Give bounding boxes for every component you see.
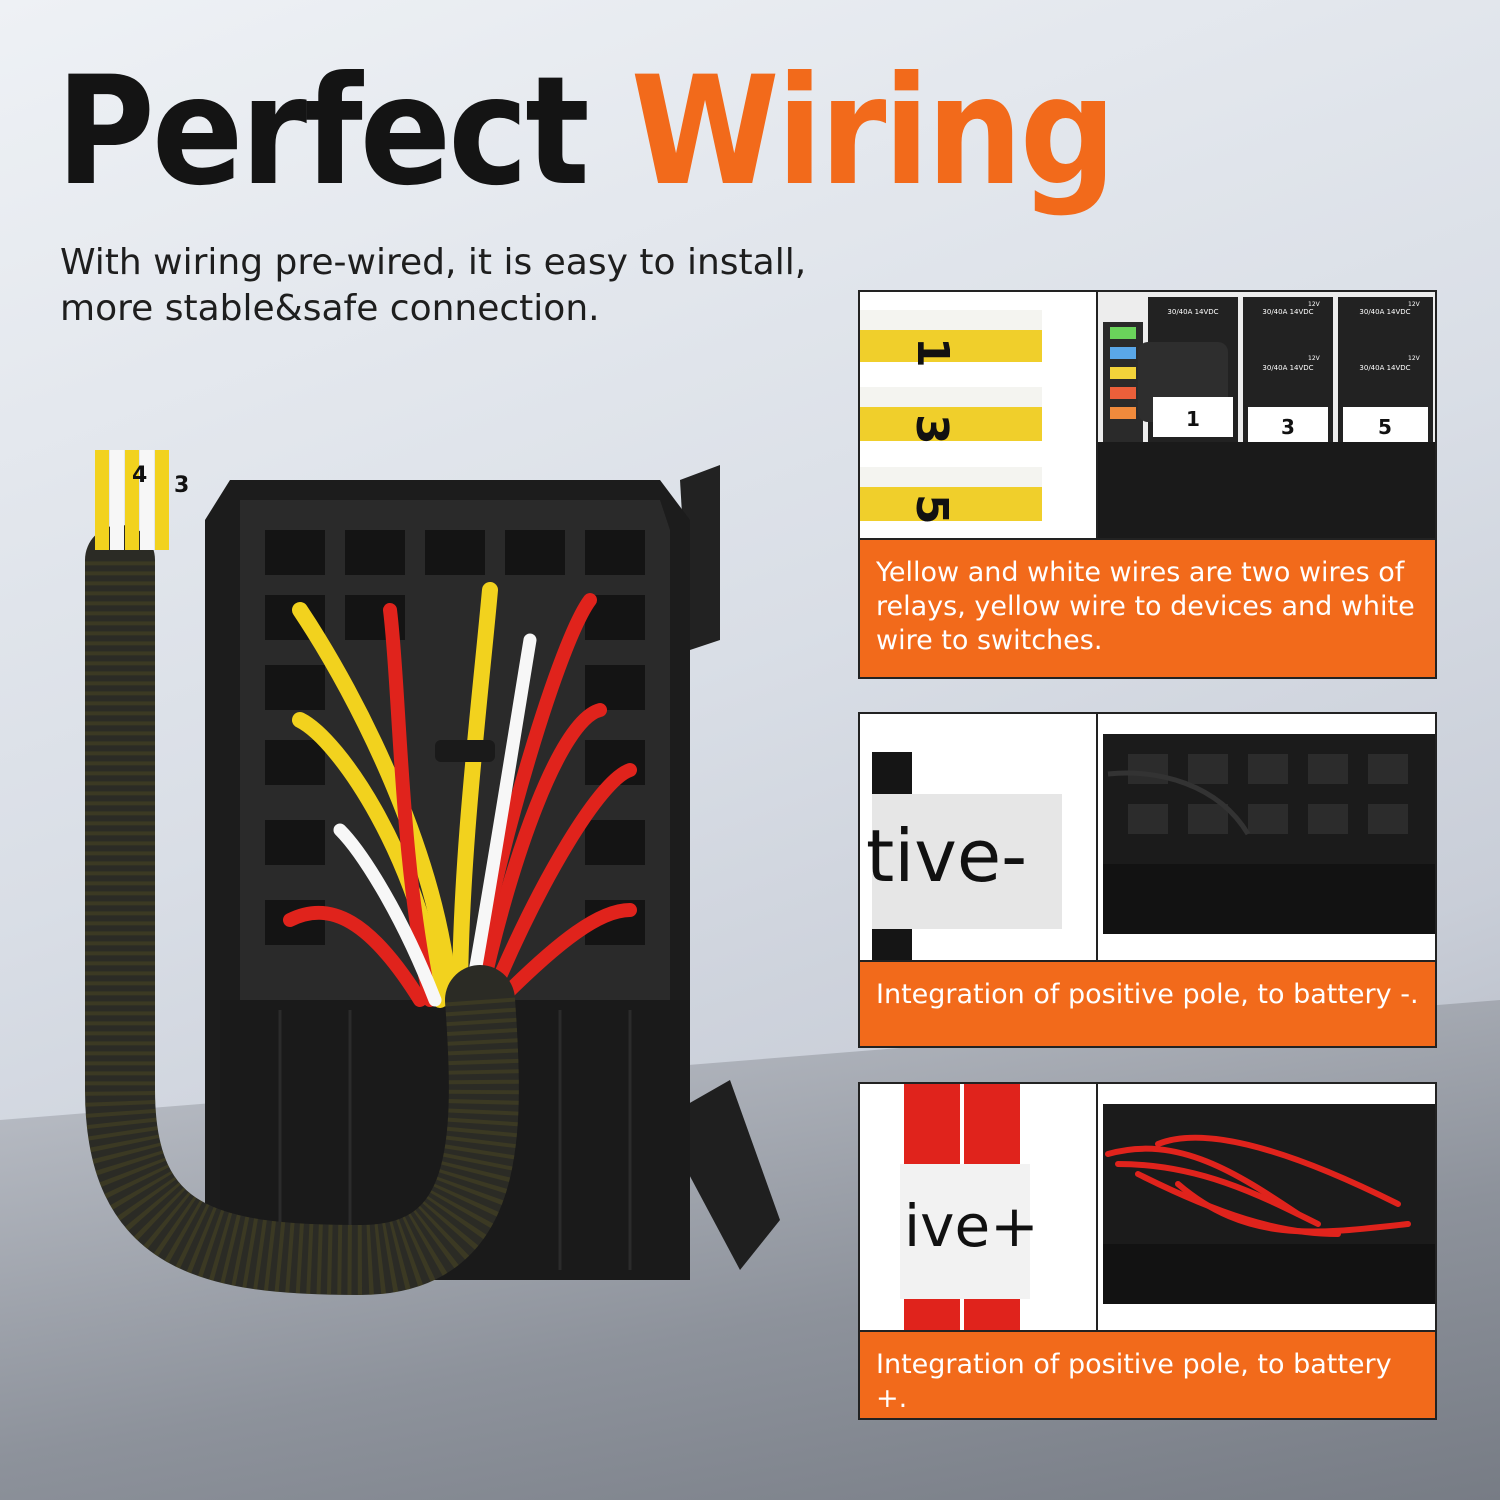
wire-label-sleeve — [872, 794, 1062, 929]
box-cell-grid — [265, 530, 645, 945]
title-word-black: Perfect — [56, 45, 590, 219]
wire-5 — [860, 467, 1042, 521]
relay-spec-1: 30/40A 14VDC — [1167, 308, 1218, 316]
wire-3 — [860, 387, 1042, 441]
relay-spec-3-lower: 30/40A 14VDC — [1262, 364, 1313, 372]
relay-5: 5 — [1338, 297, 1433, 442]
panel-3-caption: Integration of positive pole, to battery… — [860, 1330, 1435, 1418]
numbered-wires-svg: 1 3 5 — [860, 310, 1042, 525]
numbered-wire-photo: 1 3 5 — [860, 292, 1098, 542]
panel-relay-wires: 1 3 5 1 — [858, 290, 1437, 679]
panel-3-photos: ive+ — [860, 1084, 1435, 1334]
wire-tag-3: 3 — [174, 473, 189, 498]
wire-ends — [95, 450, 169, 550]
wire-label-sleeve — [900, 1164, 1030, 1299]
braided-conduit — [85, 525, 519, 1296]
wire-number-5: 5 — [906, 494, 957, 525]
negative-box-cells — [1128, 754, 1408, 834]
panel-positive-pole: ive+ Integration of positive pole, to ba… — [858, 1082, 1437, 1420]
relay-label-5: 5 — [1378, 415, 1392, 439]
wire-bundle — [283, 582, 637, 1008]
wire-tag-4: 4 — [132, 463, 147, 488]
fuse-strip — [1110, 327, 1136, 419]
relay-block-photo: 1 3 5 30/40A 14VDC 30/40A 14VDC 30/40A 1… — [1098, 292, 1435, 542]
relay-spec-5: 30/40A 14VDC — [1359, 308, 1410, 316]
relay-label-1: 1 — [1186, 407, 1200, 431]
positive-busbar-photo — [1098, 1084, 1435, 1334]
relay-spec-3: 30/40A 14VDC — [1262, 308, 1313, 316]
panel-1-caption: Yellow and white wires are two wires of … — [860, 538, 1435, 677]
relay-box-illustration: 4 3 — [40, 440, 820, 1340]
relay-3: 3 — [1243, 297, 1333, 442]
positive-red-wires — [1105, 1134, 1411, 1237]
negative-wire-photo: tive- — [860, 714, 1098, 964]
conduit-braid-texture — [85, 560, 519, 1296]
title-word-orange: Wiring — [630, 45, 1117, 219]
panel-2-caption: Integration of positive pole, to battery… — [860, 960, 1435, 1046]
negative-busbar-photo — [1098, 714, 1435, 964]
negative-tag-text: tive- — [866, 814, 1028, 898]
wire-1 — [860, 310, 1042, 362]
relay-spec-5-lower: 30/40A 14VDC — [1359, 364, 1410, 372]
panel-negative-pole: tive- Integration of positive pole, to b… — [858, 712, 1437, 1048]
panel-2-photos: tive- — [860, 714, 1435, 964]
relay-label-3: 3 — [1281, 415, 1295, 439]
relay-voltage-3: 12V — [1308, 301, 1321, 308]
relay-voltage-5-lower: 12V — [1408, 355, 1421, 362]
wire-number-3: 3 — [906, 414, 957, 445]
panel-1-photos: 1 3 5 1 — [860, 292, 1435, 542]
positive-box-svg — [1098, 1084, 1435, 1334]
negative-box-svg — [1098, 714, 1435, 964]
relay-block-svg: 1 3 5 30/40A 14VDC 30/40A 14VDC 30/40A 1… — [1098, 292, 1435, 542]
wire-number-1: 1 — [907, 337, 958, 368]
page-title: Perfect Wiring — [56, 52, 1116, 212]
relay-1: 1 — [1138, 297, 1238, 442]
relay-voltage-5: 12V — [1408, 301, 1421, 308]
positive-tag-text: ive+ — [904, 1192, 1039, 1260]
subtitle: With wiring pre-wired, it is easy to ins… — [60, 242, 807, 329]
positive-wire-photo: ive+ — [860, 1084, 1098, 1334]
cable-tie — [435, 740, 495, 762]
relay-voltage-3-lower: 12V — [1308, 355, 1321, 362]
relay-box-svg: 4 3 — [85, 450, 780, 1296]
